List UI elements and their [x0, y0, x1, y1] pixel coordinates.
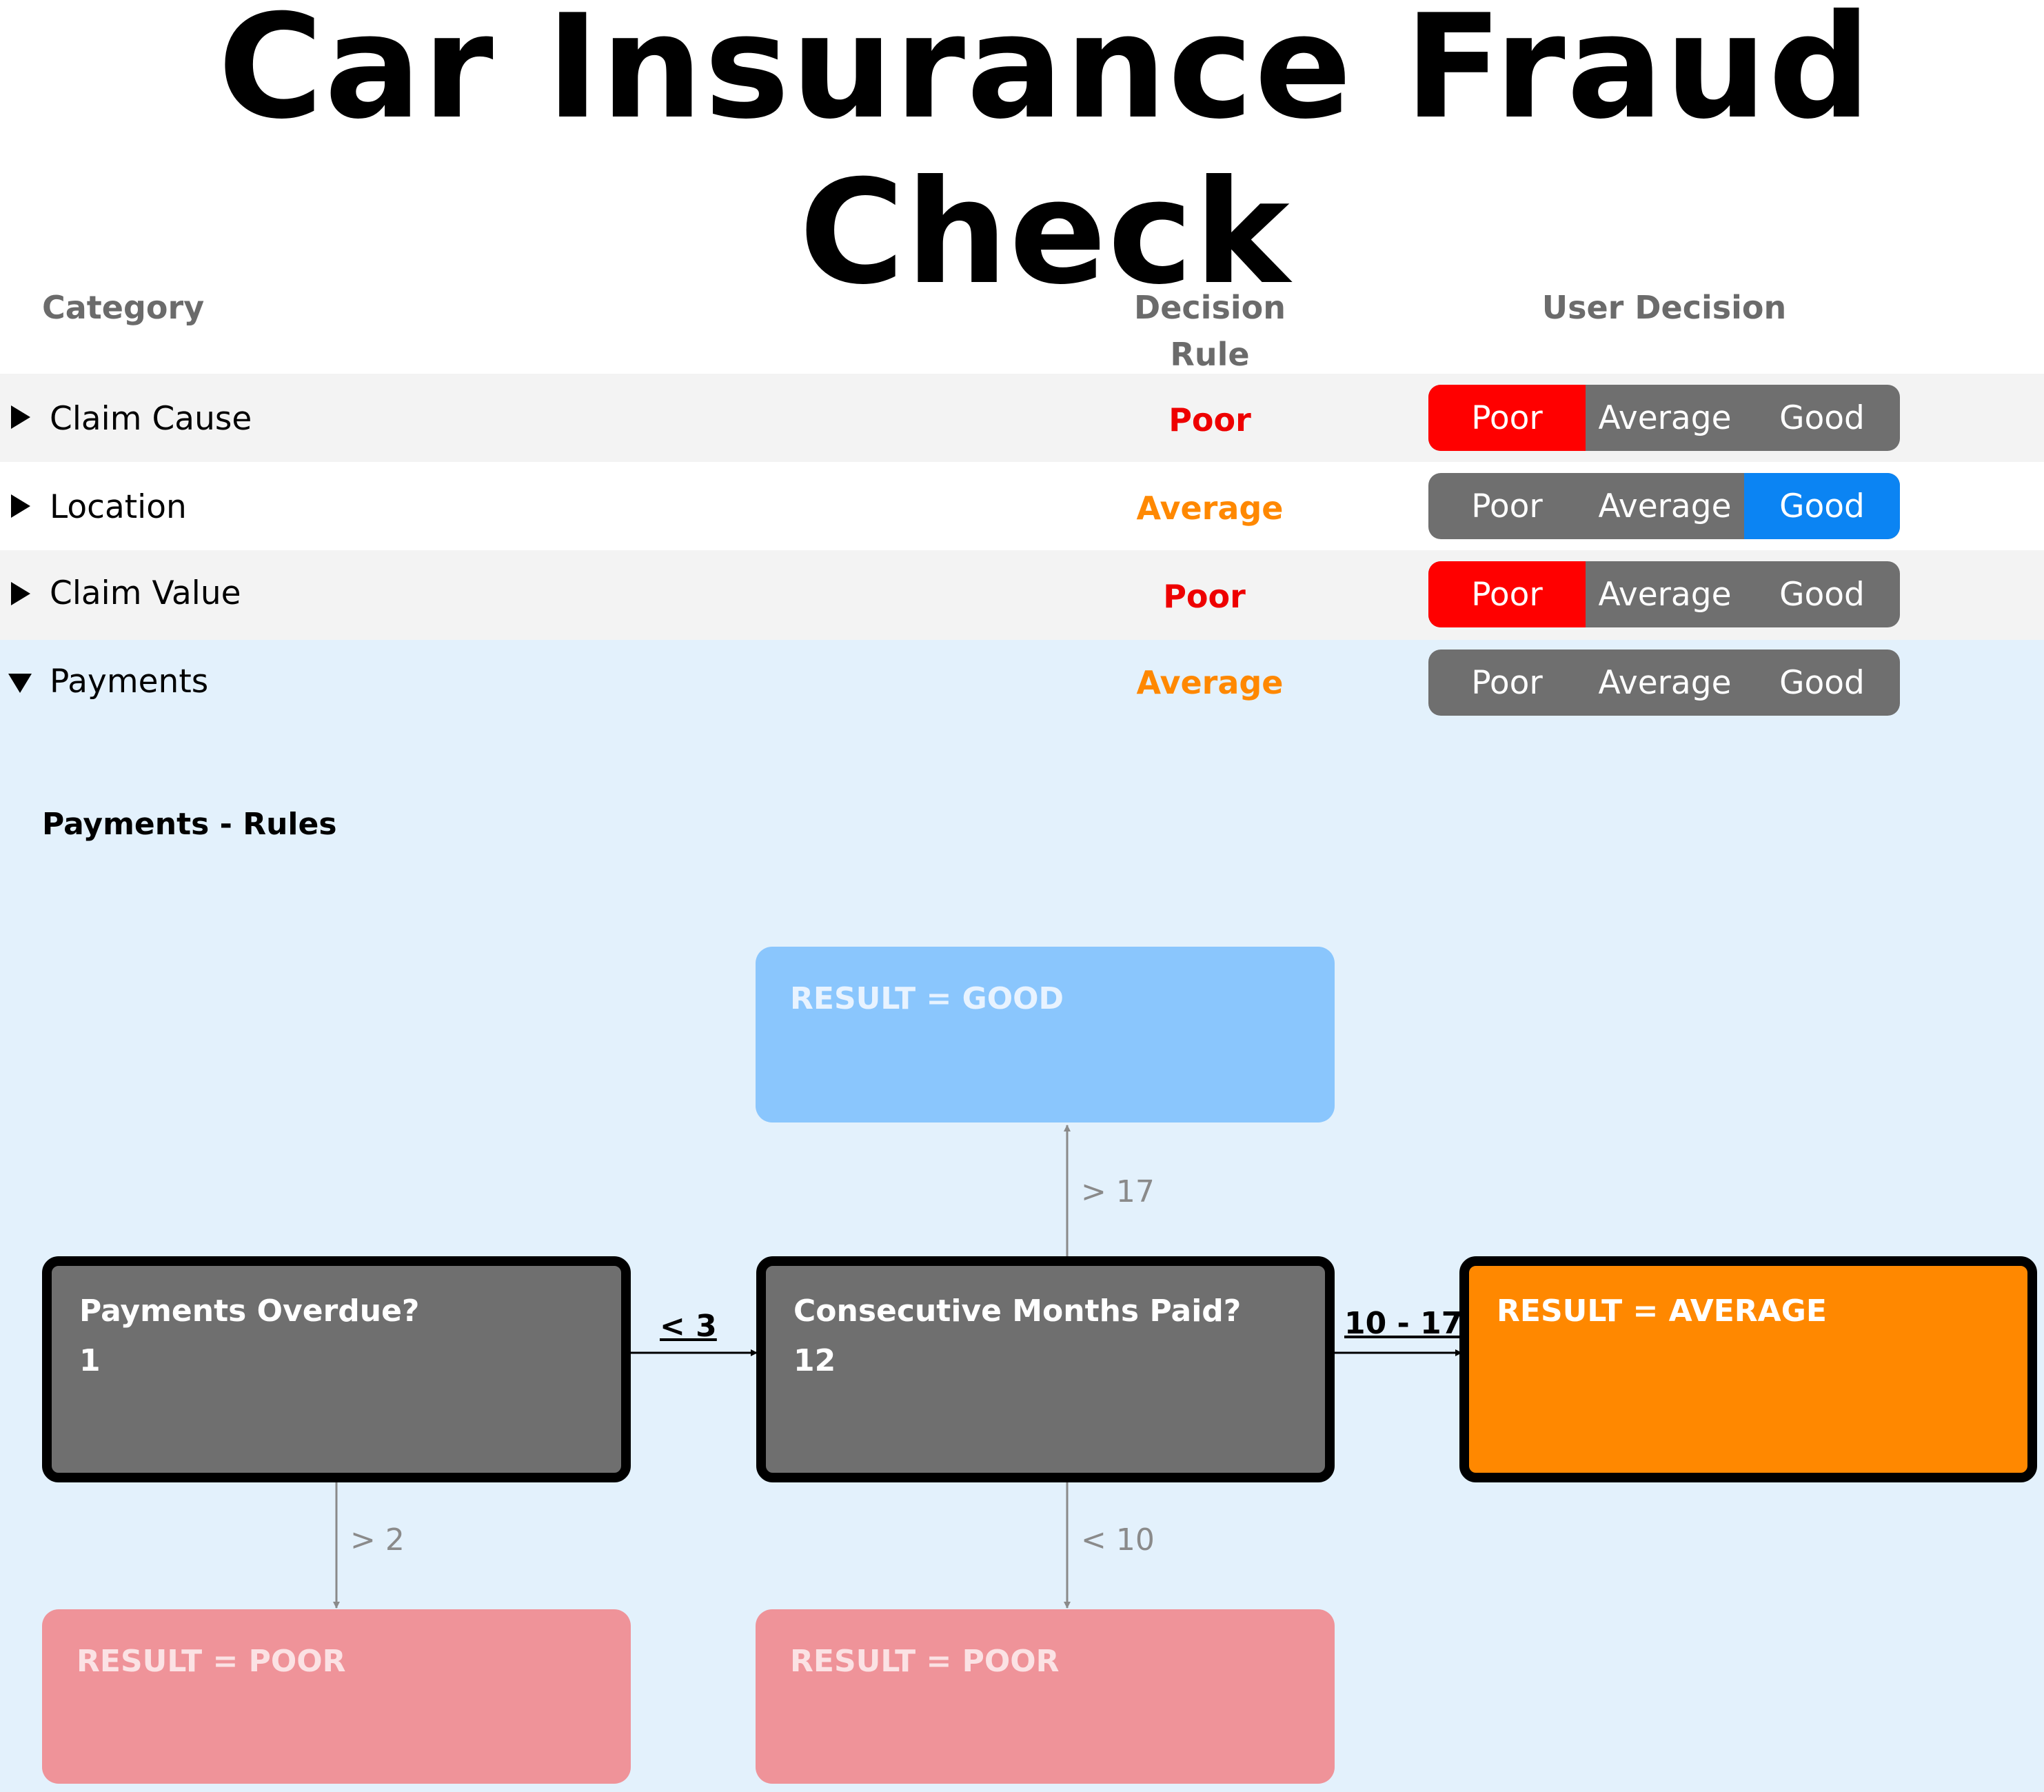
payments-overdue-node: Payments Overdue? 1	[42, 1256, 631, 1482]
option-average-button[interactable]: Average	[1598, 399, 1732, 437]
option-good-button[interactable]: Good	[1744, 473, 1900, 539]
expand-caret-icon[interactable]	[11, 582, 30, 605]
header-decision-rule-line2: Rule	[1170, 336, 1250, 373]
result-average-node: RESULT = AVERAGE	[1459, 1256, 2037, 1482]
option-poor-button[interactable]: Poor	[1471, 663, 1543, 702]
option-good-button[interactable]: Good	[1779, 399, 1865, 437]
node-value: 1	[79, 1343, 101, 1378]
node-question: Consecutive Months Paid?	[793, 1293, 1242, 1329]
edge-label-10-to-17: 10 - 17	[1344, 1306, 1463, 1341]
header-decision-rule-line1: Decision	[1134, 289, 1286, 326]
option-poor-button[interactable]: Poor	[1428, 385, 1586, 451]
user-decision-segmented-control: Poor Average Good	[1428, 385, 1900, 451]
decision-rule-value: Poor	[1163, 578, 1246, 615]
expand-caret-icon[interactable]	[11, 494, 30, 518]
edge-label-less-than-10: < 10	[1081, 1522, 1155, 1558]
user-decision-segmented-control: Poor Average Good	[1428, 650, 1900, 716]
category-label[interactable]: Claim Value	[50, 574, 241, 612]
category-label[interactable]: Location	[50, 488, 187, 526]
option-poor-button[interactable]: Poor	[1428, 561, 1586, 627]
category-label[interactable]: Payments	[50, 663, 209, 701]
result-poor-left-node: RESULT = POOR	[42, 1609, 631, 1784]
header-user-decision: User Decision	[1541, 289, 1787, 326]
option-average-button[interactable]: Average	[1598, 663, 1732, 702]
expand-caret-icon[interactable]	[11, 405, 30, 429]
consecutive-months-node: Consecutive Months Paid? 12	[756, 1256, 1335, 1482]
header-category: Category	[42, 289, 205, 326]
node-value: 12	[793, 1343, 836, 1378]
result-good-node: RESULT = GOOD	[756, 947, 1335, 1122]
payments-rules-title: Payments - Rules	[42, 807, 337, 842]
edge-label-greater-than-17: > 17	[1081, 1174, 1155, 1209]
option-average-button[interactable]: Average	[1598, 575, 1732, 614]
page-title: Car Insurance Fraud Check	[218, 0, 1872, 316]
option-good-button[interactable]: Good	[1779, 663, 1865, 702]
category-label[interactable]: Claim Cause	[50, 400, 252, 438]
node-question: Payments Overdue?	[79, 1293, 420, 1329]
decision-rule-value: Average	[1136, 664, 1284, 701]
header-decision-rule: Decision Rule	[1103, 284, 1317, 378]
decision-rule-value: Average	[1136, 490, 1284, 527]
edge-label-less-than-3: < 3	[660, 1309, 717, 1344]
option-good-button[interactable]: Good	[1779, 575, 1865, 614]
user-decision-segmented-control: Poor Average Good	[1428, 473, 1900, 539]
option-average-button[interactable]: Average	[1598, 487, 1732, 525]
table-row-payments	[0, 640, 2044, 1792]
user-decision-segmented-control: Poor Average Good	[1428, 561, 1900, 627]
edge-label-greater-than-2: > 2	[350, 1522, 405, 1558]
option-poor-button[interactable]: Poor	[1471, 487, 1543, 525]
result-poor-mid-node: RESULT = POOR	[756, 1609, 1335, 1784]
decision-rule-value: Poor	[1168, 401, 1251, 439]
collapse-caret-icon[interactable]	[8, 674, 32, 693]
